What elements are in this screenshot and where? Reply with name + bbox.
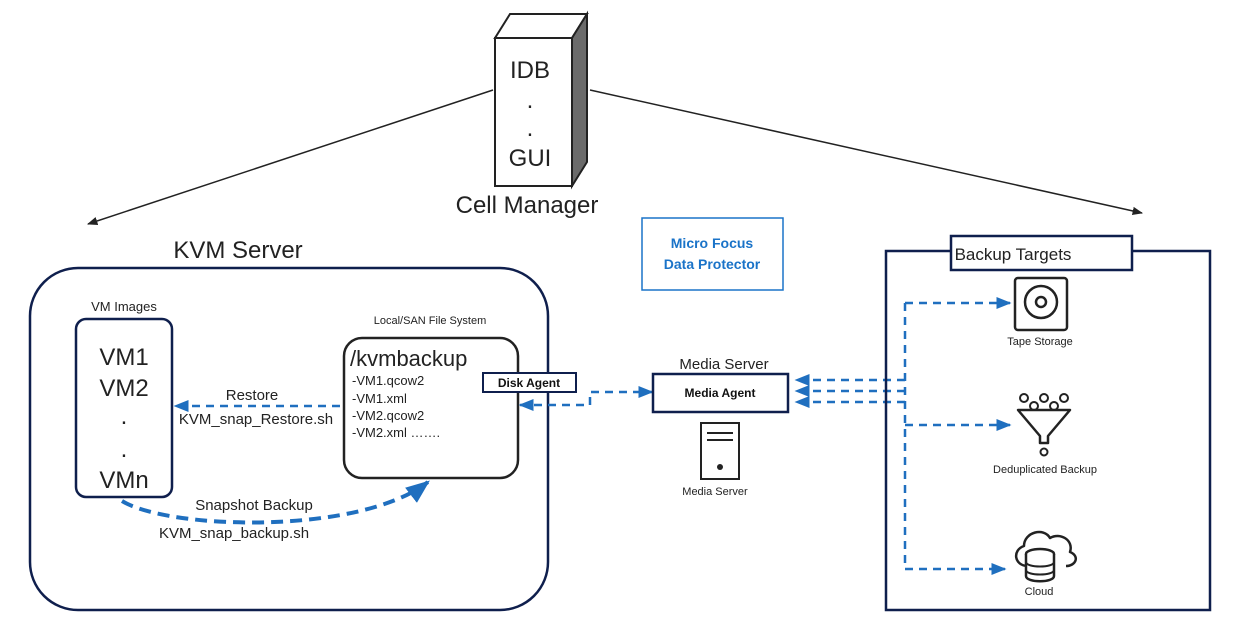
vm-list-item: VM2 [99,375,148,402]
kvm-server-container [28,266,550,612]
backup-file: -VM1.xml [352,391,407,406]
backup-file: -VM2.xml ……. [352,425,440,440]
cell-manager-caption: Cell Manager [456,192,599,219]
deduplication-funnel-icon [1016,393,1072,457]
vm-images-label: VM Images [91,299,157,314]
disk-to-media-agent-arrow [518,386,654,411]
cell-manager-to-targets-line [589,89,1144,216]
media-server-caption: Media Server [682,486,748,498]
restore-script-label: KVM_snap_Restore.sh [179,411,333,428]
cell-manager-dot-1: . [527,87,534,114]
filesystem-label: Local/SAN File System [374,315,486,327]
vm-list-item: VM1 [99,344,148,371]
vm-list-item: . [121,403,128,430]
tape-storage-icon [1013,276,1069,332]
brand-box [641,217,784,291]
media-server-title: Media Server [679,356,768,373]
kvm-server-title: KVM Server [173,237,302,264]
tape-storage-label: Tape Storage [1007,336,1072,348]
media-agent-label: Media Agent [685,386,756,400]
cell-manager-server-icon [493,10,589,190]
vm-images-box [74,317,174,499]
dedupe-label: Deduplicated Backup [993,464,1097,476]
cell-manager-gui-label: GUI [509,145,552,172]
vm-list-item: VMn [99,467,148,494]
backup-dir-label: /kvmbackup [350,346,467,371]
brand-line-1: Micro Focus [671,235,754,251]
restore-label: Restore [226,387,279,404]
cell-manager-idb-label: IDB [510,57,550,84]
cloud-label: Cloud [1025,586,1054,598]
backup-targets-title-box [949,234,1134,272]
backup-file: -VM2.qcow2 [352,408,424,423]
kvmbackup-box [342,336,520,480]
snapshot-script-label: KVM_snap_backup.sh [159,525,309,542]
brand-line-2: Data Protector [664,256,761,272]
backup-file: -VM1.qcow2 [352,373,424,388]
cloud-database-icon [1015,530,1078,583]
cell-manager-to-kvm-line [87,89,494,226]
disk-agent-label: Disk Agent [498,376,560,390]
snapshot-backup-arrow [120,480,430,525]
media-agent-box [651,372,790,414]
media-server-icon [700,422,740,480]
backup-targets-title: Backup Targets [955,245,1072,264]
vm-list-item: . [121,436,128,463]
cell-manager-dot-2: . [527,115,534,142]
snapshot-label: Snapshot Backup [195,497,313,514]
